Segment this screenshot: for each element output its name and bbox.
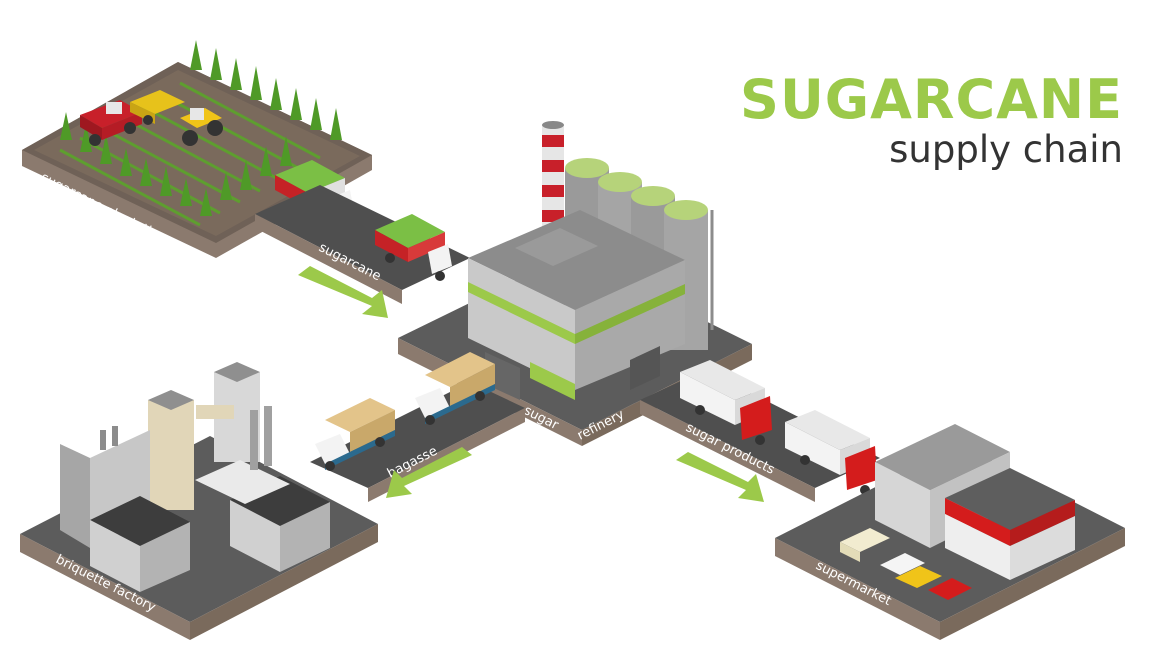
- chimney-icon: [542, 121, 564, 243]
- road-sugar-products: sugar products: [640, 360, 880, 502]
- page-title: SUGARCANE: [740, 68, 1123, 131]
- refinery-building: [468, 210, 685, 400]
- briquette-factory-area: briquette factory: [20, 362, 378, 640]
- truck-icon: [680, 360, 772, 445]
- car-icon: [880, 553, 925, 575]
- arrow-icon: [386, 447, 472, 498]
- truck-icon: [785, 410, 877, 495]
- refinery-area: sugar refinery: [398, 121, 752, 446]
- car-icon: [928, 578, 972, 600]
- page-subtitle: supply chain: [889, 128, 1123, 171]
- road-sugarcane: sugarcane: [255, 185, 470, 304]
- harvester-icon: [80, 100, 142, 146]
- tractor-icon: [130, 90, 223, 146]
- truck-icon: [375, 214, 452, 281]
- arrow-icon: [676, 452, 764, 502]
- car-icon: [895, 566, 942, 588]
- truck-icon: [415, 352, 495, 425]
- car-icon: [840, 528, 890, 562]
- truck-icon: [315, 398, 395, 471]
- arrow-icon: [298, 266, 388, 318]
